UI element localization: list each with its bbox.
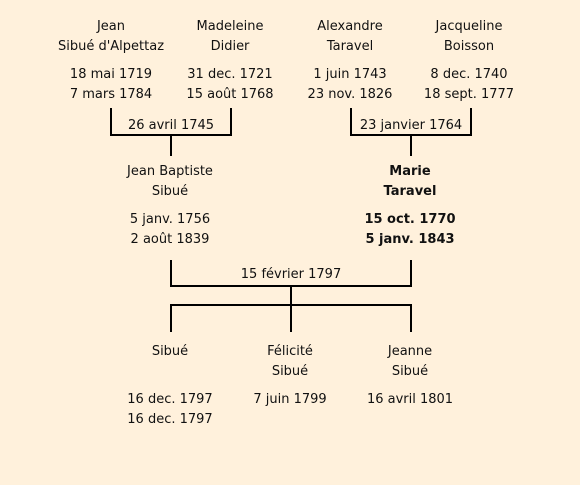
birth-date: 16 dec. 1797 <box>127 392 213 407</box>
marriage-date-maternal: 23 janvier 1764 <box>359 118 463 133</box>
person-child-3[interactable]: Jeanne Sibué 16 avril 1801 <box>340 342 480 410</box>
marriage-date-paternal: 26 avril 1745 <box>127 118 215 133</box>
person-paternal-grandfather[interactable]: Jean Sibué d'Alpettaz 18 mai 1719 7 mars… <box>41 17 181 105</box>
death-date: 5 janv. 1843 <box>365 232 455 247</box>
person-father[interactable]: Jean Baptiste Sibué 5 janv. 1756 2 août … <box>100 162 240 250</box>
surname: Sibué d'Alpettaz <box>57 39 165 54</box>
birth-date: 16 avril 1801 <box>366 392 454 407</box>
birth-date: 5 janv. 1756 <box>129 212 211 227</box>
death-date: 16 dec. 1797 <box>127 412 213 427</box>
birth-date: 18 mai 1719 <box>69 67 153 82</box>
surname: Taravel <box>326 39 374 54</box>
given-name: Félicité <box>267 344 313 359</box>
person-child-2[interactable]: Félicité Sibué 7 juin 1799 <box>220 342 360 410</box>
birth-date: 7 juin 1799 <box>253 392 327 407</box>
birth-date: 15 oct. 1770 <box>364 212 456 227</box>
given-name: Madeleine <box>196 19 264 34</box>
person-paternal-grandmother[interactable]: Madeleine Didier 31 dec. 1721 15 août 17… <box>160 17 300 105</box>
birth-date: 8 dec. 1740 <box>430 67 508 82</box>
person-maternal-grandfather[interactable]: Alexandre Taravel 1 juin 1743 23 nov. 18… <box>280 17 420 105</box>
given-name: Jean Baptiste <box>127 164 213 179</box>
person-mother-selected[interactable]: Marie Taravel 15 oct. 1770 5 janv. 1843 <box>340 162 480 250</box>
surname: Boisson <box>443 39 495 54</box>
death-date: 2 août 1839 <box>130 232 210 247</box>
surname: Sibué <box>151 184 189 199</box>
surname: Sibué <box>391 364 429 379</box>
surname: Didier <box>210 39 250 54</box>
surname: Sibué <box>151 344 189 359</box>
given-name: Jean <box>96 19 126 34</box>
death-date: 23 nov. 1826 <box>307 87 393 102</box>
death-date: 15 août 1768 <box>186 87 274 102</box>
surname: Sibué <box>271 364 309 379</box>
given-name: Jeanne <box>387 344 433 359</box>
marriage-date-parents: 15 février 1797 <box>240 267 342 282</box>
death-date: 7 mars 1784 <box>69 87 153 102</box>
death-date: 18 sept. 1777 <box>423 87 515 102</box>
birth-date: 1 juin 1743 <box>313 67 387 82</box>
given-name: Marie <box>389 164 431 179</box>
person-maternal-grandmother[interactable]: Jacqueline Boisson 8 dec. 1740 18 sept. … <box>399 17 539 105</box>
given-name: Jacqueline <box>435 19 503 34</box>
surname: Taravel <box>383 184 437 199</box>
person-child-1[interactable]: Sibué 16 dec. 1797 16 dec. 1797 <box>100 342 240 430</box>
given-name: Alexandre <box>317 19 383 34</box>
birth-date: 31 dec. 1721 <box>187 67 273 82</box>
